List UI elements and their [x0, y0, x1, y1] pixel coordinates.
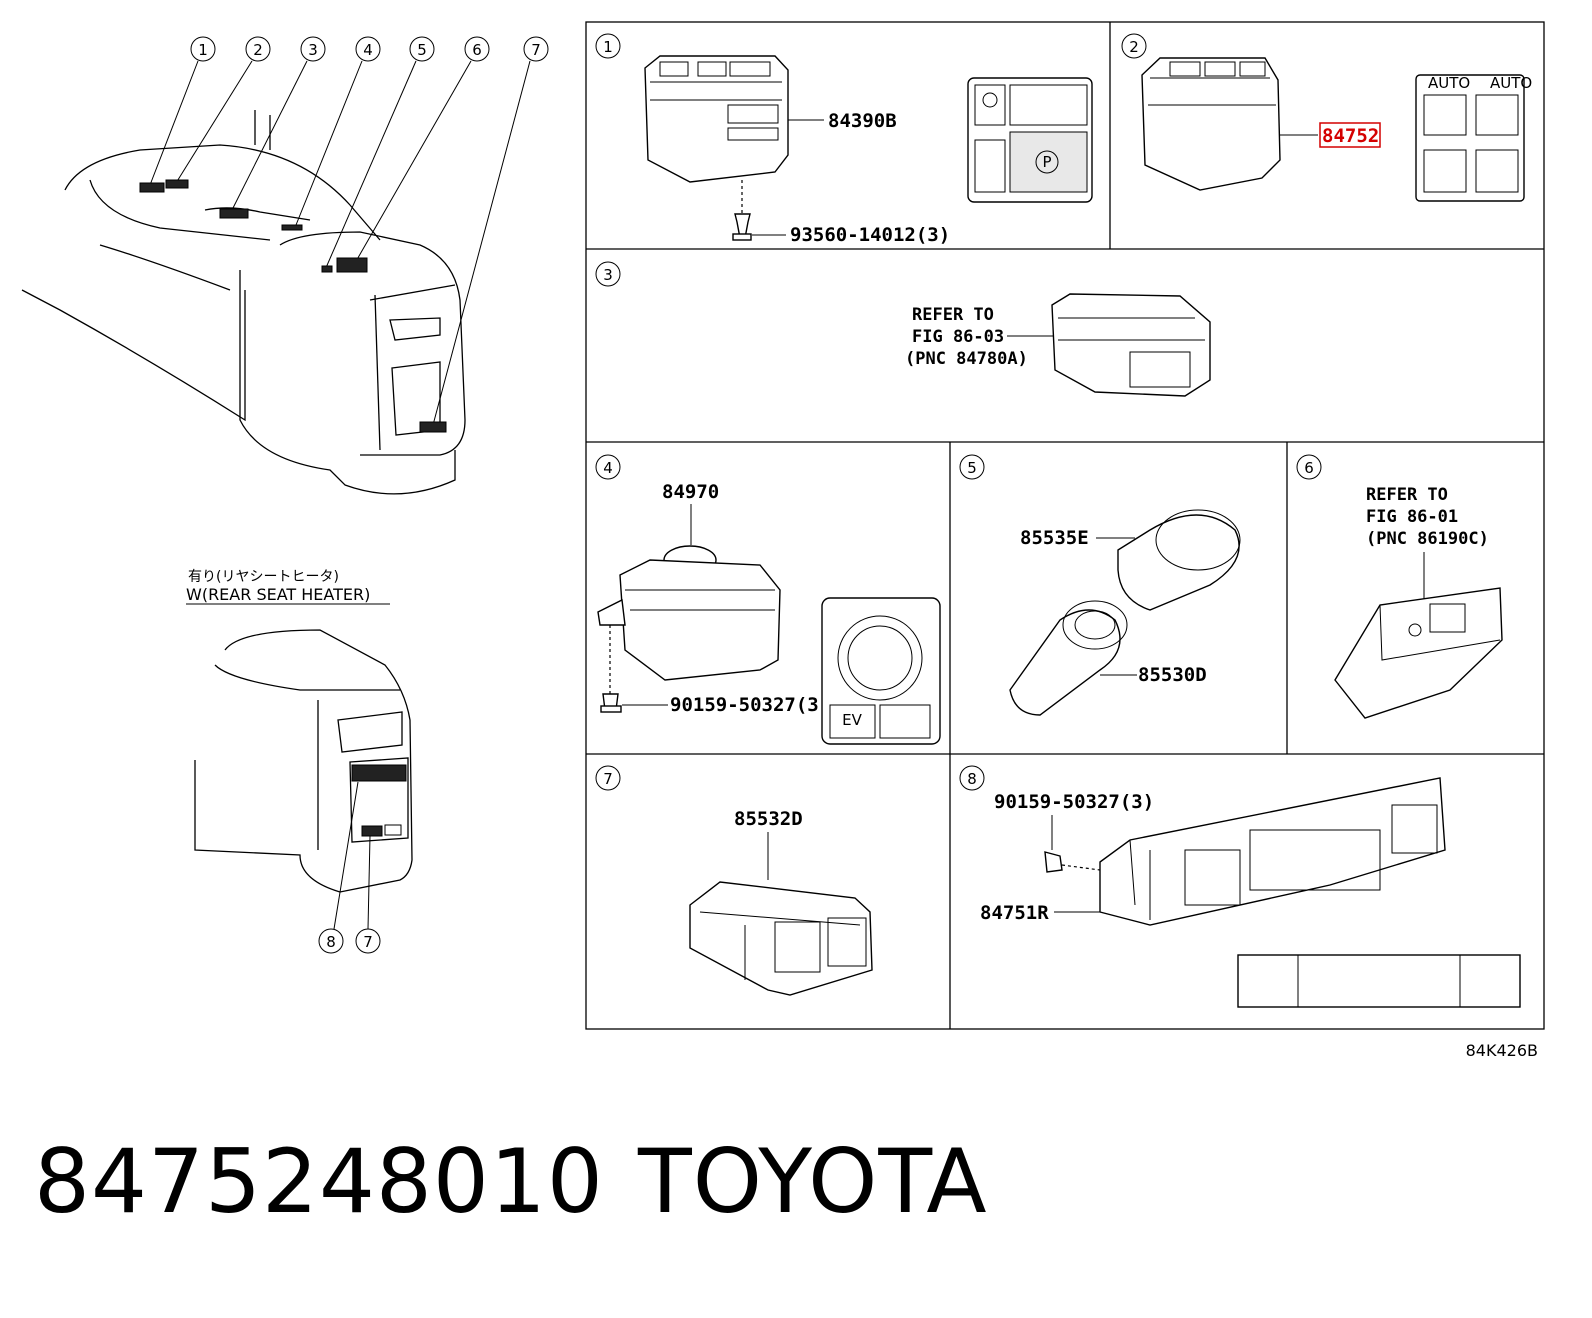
svg-text:(PNC 84780A): (PNC 84780A)	[905, 349, 1028, 369]
pnc-85535E: 85535E	[1020, 527, 1089, 549]
svg-text:(PNC 86190C): (PNC 86190C)	[1366, 529, 1489, 549]
svg-text:REFER TO: REFER TO	[1366, 485, 1448, 505]
svg-text:FIG 86-03: FIG 86-03	[912, 327, 1004, 347]
overview-callout-4: 4	[295, 36, 381, 226]
svg-text:REFER TO: REFER TO	[912, 305, 994, 325]
panel-2: 2 84752 AUTO AUTO	[1121, 33, 1532, 202]
pnc-84390B: 84390B	[828, 110, 897, 132]
pnc-84751R: 84751R	[980, 902, 1049, 924]
panel-5: 5 85535E 85530D	[959, 454, 1241, 716]
pnc-84970: 84970	[662, 481, 719, 503]
svg-text:7: 7	[363, 933, 373, 951]
pnc-85532D: 85532D	[734, 808, 803, 830]
svg-text:6: 6	[1304, 459, 1314, 477]
pnc-84752-highlighted: 84752	[1322, 125, 1379, 147]
svg-text:5: 5	[417, 41, 427, 59]
panel-7: 7 85532D	[595, 765, 873, 996]
pnc-90159-50327-p8: 90159-50327(3)	[994, 791, 1154, 813]
rear-heater-callout-7: 7	[355, 835, 381, 954]
panel-3: 3 REFER TO FIG 86-03 (PNC 84780A)	[595, 261, 1211, 397]
console-overview: 1 2 3 4 5 6 7	[21, 36, 549, 495]
svg-text:2: 2	[1129, 38, 1139, 56]
overview-callout-2: 2	[175, 36, 271, 184]
figure-reference: 84K426B	[1466, 1041, 1538, 1060]
svg-text:7: 7	[531, 41, 541, 59]
rear-heater-overview: 有り(リヤシートヒータ) W(REAR SEAT HEATER) 8 7	[186, 569, 413, 954]
svg-text:2: 2	[253, 41, 263, 59]
brand-name: TOYOTA	[638, 1130, 988, 1233]
part-number: 8475248010	[34, 1130, 604, 1233]
panel-6: 6 REFER TO FIG 86-01 (PNC 86190C)	[1296, 454, 1503, 719]
overview-callout-1: 1	[149, 36, 216, 186]
svg-text:5: 5	[967, 459, 977, 477]
svg-text:6: 6	[472, 41, 482, 59]
rear-heater-label-jp: 有り(リヤシートヒータ)	[188, 569, 339, 585]
panel-grid	[585, 21, 1545, 1030]
pnc-85530D: 85530D	[1138, 664, 1207, 686]
svg-text:AUTO: AUTO	[1428, 74, 1470, 92]
rear-heater-label-en: W(REAR SEAT HEATER)	[186, 585, 370, 604]
rear-heater-callout-8: 8	[318, 781, 359, 954]
svg-text:3: 3	[308, 41, 318, 59]
svg-text:4: 4	[363, 41, 373, 59]
panel-8: 8 90159-50327(3) 84751R	[959, 765, 1521, 1008]
svg-text:7: 7	[603, 770, 613, 788]
svg-text:AUTO: AUTO	[1490, 74, 1532, 92]
svg-text:8: 8	[326, 933, 336, 951]
overview-callout-6: 6	[354, 36, 490, 264]
svg-text:3: 3	[603, 266, 613, 284]
svg-text:FIG 86-01: FIG 86-01	[1366, 507, 1458, 527]
svg-text:P: P	[1042, 153, 1051, 171]
svg-text:1: 1	[603, 38, 613, 56]
svg-text:EV: EV	[842, 711, 862, 729]
panel-1: 1 84390B 93560-14012(3) P	[595, 33, 1093, 246]
pnc-90159-50327-p4: 90159-50327(3)	[670, 694, 830, 716]
svg-text:4: 4	[603, 459, 613, 477]
overview-callout-5: 5	[324, 36, 435, 271]
svg-text:8: 8	[967, 770, 977, 788]
pnc-93560-14012: 93560-14012(3)	[790, 224, 950, 246]
svg-text:1: 1	[198, 41, 208, 59]
overview-callout-7: 7	[432, 36, 549, 426]
overview-callout-3: 3	[231, 36, 326, 211]
panel-4: 4 84970 90159-50327(3) EV	[595, 454, 941, 745]
highlight-box	[1319, 122, 1381, 148]
